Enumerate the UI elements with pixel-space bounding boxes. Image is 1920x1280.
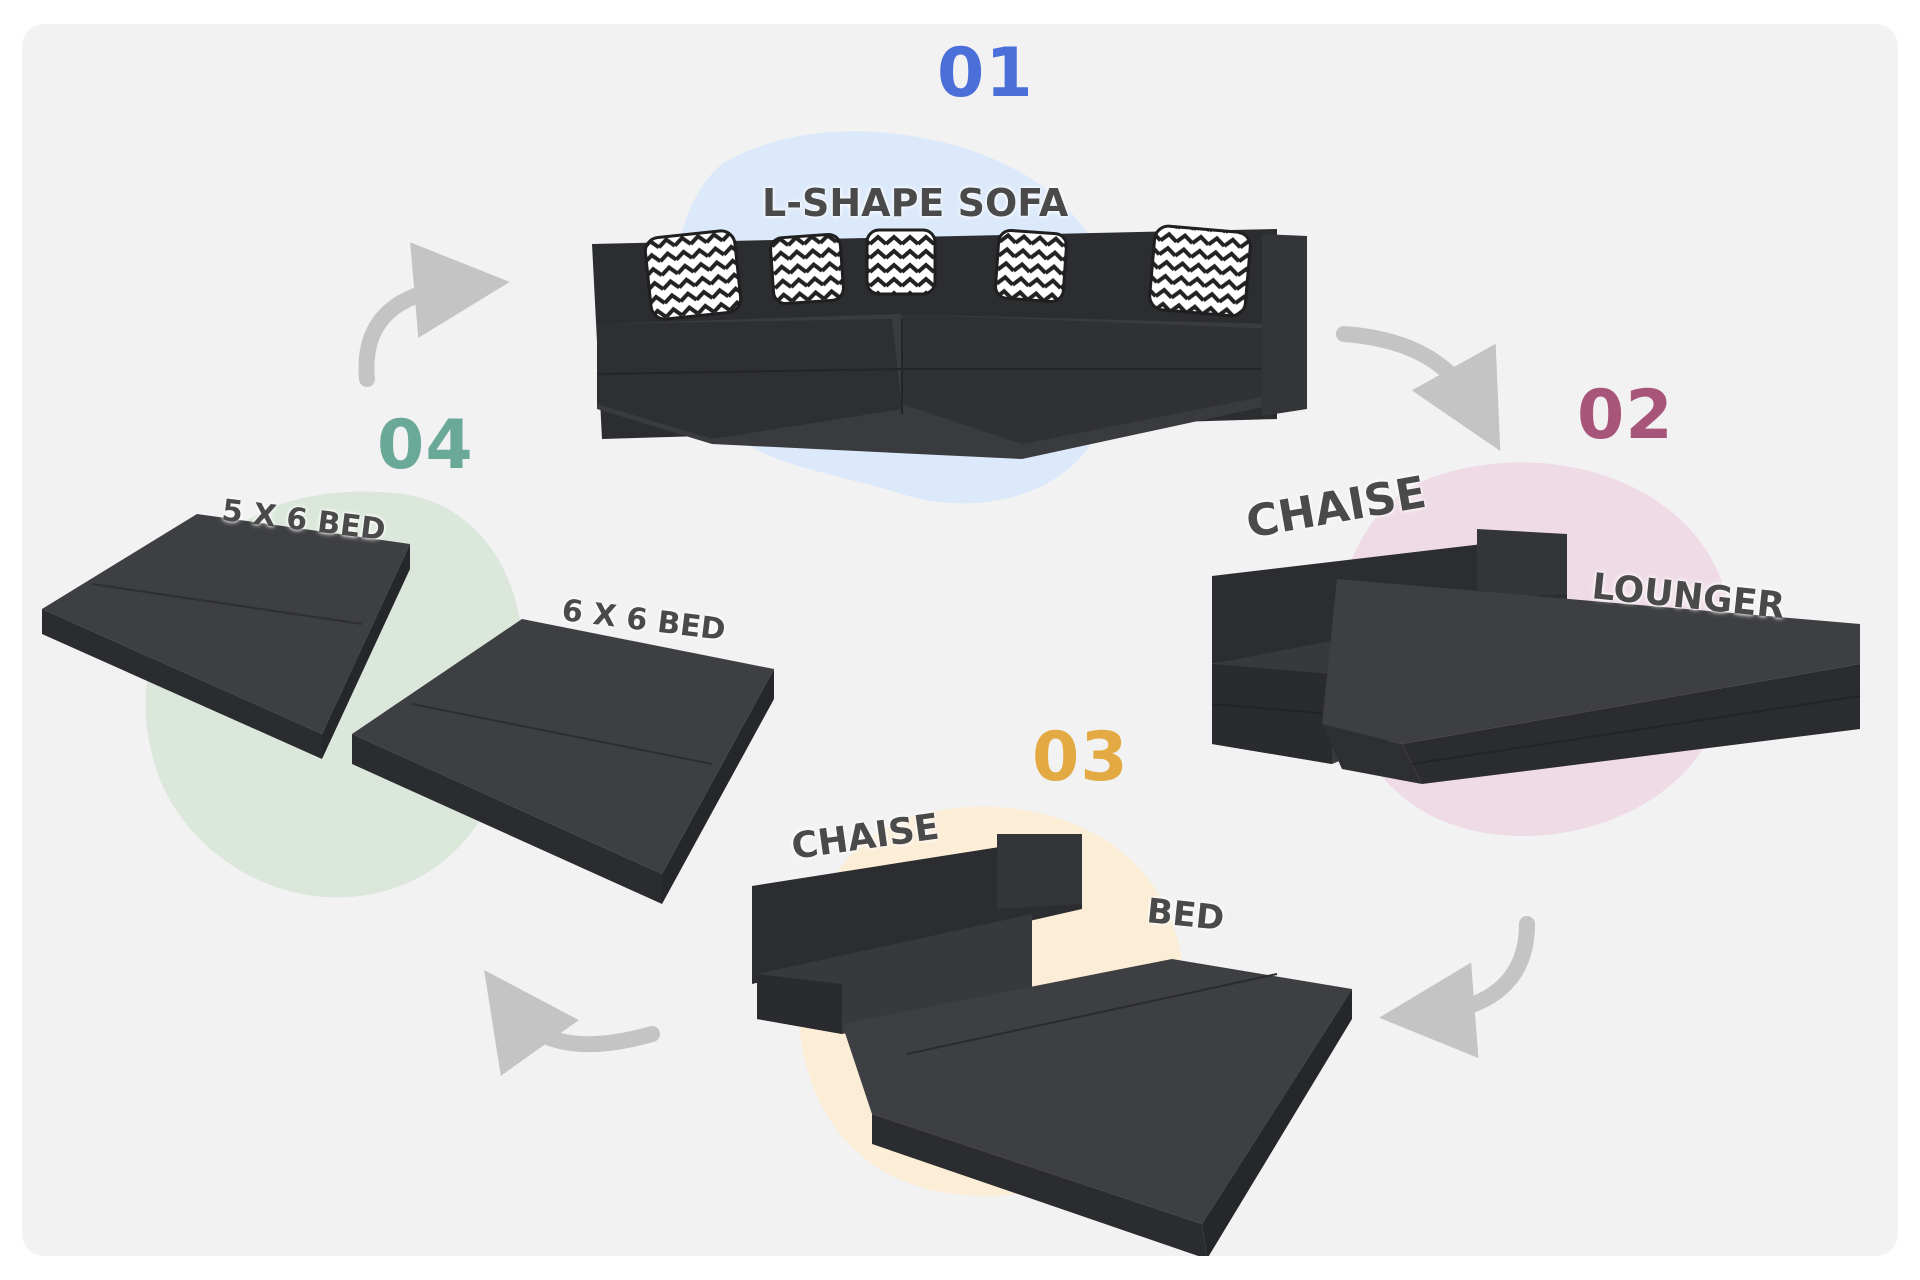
six-by-six-bed-illustration: [352, 619, 774, 904]
cycle-arrow-icon: [1379, 916, 1535, 1059]
five-by-six-bed-illustration: [42, 514, 410, 759]
chaise-bed-illustration: [752, 834, 1352, 1256]
step-number-03: 03: [1032, 718, 1129, 797]
product-diagram-panel: 01 02 03 04 L-SHAPE SOFA CHAISE LOUNGER …: [22, 24, 1898, 1256]
label-bed: BED: [1144, 891, 1227, 939]
cycle-arrow-icon: [1336, 326, 1501, 451]
step-number-04: 04: [377, 406, 474, 485]
cycle-arrow-icon: [484, 969, 660, 1076]
chaise-lounger-illustration: [1211, 529, 1861, 784]
step-number-02: 02: [1577, 376, 1674, 455]
step-number-01: 01: [937, 34, 1034, 113]
illustration-scene: [42, 131, 1861, 1256]
label-l-shape-sofa: L-SHAPE SOFA: [762, 181, 1069, 225]
pillow-zigzag-icon: [643, 224, 1252, 321]
l-shape-sofa-illustration: [592, 224, 1307, 459]
cycle-arrow-icon: [358, 242, 510, 387]
